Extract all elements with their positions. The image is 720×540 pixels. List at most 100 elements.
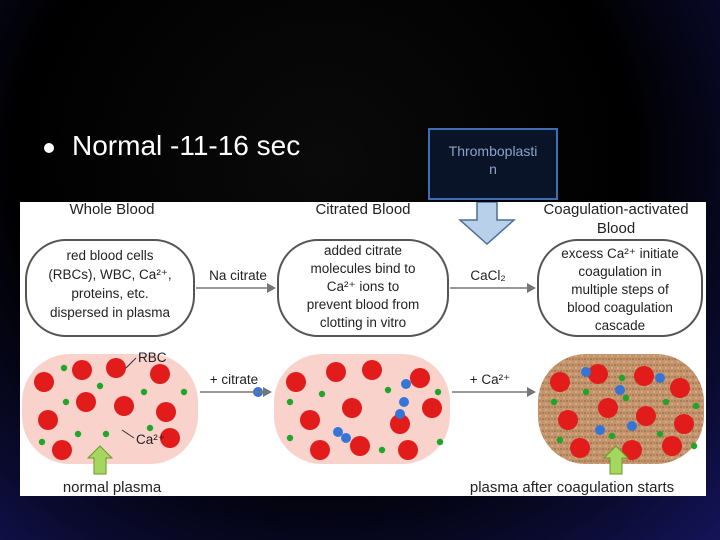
box3-line: coagulation in (578, 264, 661, 279)
arrow-plus-ca-label: + Ca²⁺ (470, 372, 511, 387)
red-blood-cell (634, 366, 654, 386)
red-blood-cell (350, 436, 370, 456)
citrate-ion (655, 373, 665, 383)
green-up-arrow-icon (602, 445, 630, 475)
citrated-blood-box (277, 239, 449, 337)
citrate-ion (401, 379, 411, 389)
arrowhead-icon (527, 283, 536, 293)
calcium-ion (102, 430, 110, 438)
box2-line: Ca²⁺ ions to (327, 279, 399, 294)
citrate-ion (333, 427, 343, 437)
red-blood-cell (398, 440, 418, 460)
box1-line: proteins, etc. (71, 286, 148, 301)
calcium-ion (436, 438, 444, 446)
red-blood-cell (300, 410, 320, 430)
citrate-ion (627, 421, 637, 431)
ca-pointer-line (121, 429, 135, 439)
callout-line-1: Thromboplasti (448, 143, 538, 159)
whole-blood-box (25, 239, 195, 337)
calcium-ion (692, 402, 700, 410)
red-blood-cell (286, 372, 306, 392)
red-blood-cell (598, 398, 618, 418)
calcium-ion (622, 394, 630, 402)
red-blood-cell (34, 372, 54, 392)
red-blood-cell (362, 360, 382, 380)
red-blood-cell (160, 428, 180, 448)
red-blood-cell (550, 372, 570, 392)
box1-line: dispersed in plasma (50, 305, 171, 320)
red-blood-cell (674, 414, 694, 434)
rbc-pointer-line (125, 357, 137, 369)
box1-line: red blood cells (66, 248, 153, 263)
red-blood-cell (342, 398, 362, 418)
red-blood-cell (52, 440, 72, 460)
coagulation-diagram-svg: Whole Blood Citrated Blood Coagulation-a… (22, 201, 704, 496)
red-blood-cell (622, 440, 642, 460)
calcium-ion (286, 398, 294, 406)
red-blood-cell (390, 414, 410, 434)
thromboplastin-arrow-icon (458, 201, 516, 246)
red-blood-cell (72, 360, 92, 380)
calcium-ion (378, 446, 386, 454)
label-rbc: RBC (138, 350, 167, 365)
red-blood-cell (670, 378, 690, 398)
red-blood-cell (410, 368, 430, 388)
red-blood-cell (558, 410, 578, 430)
red-blood-cell (570, 438, 590, 458)
arrowhead-icon (267, 283, 276, 293)
blood-cells-group (34, 358, 700, 460)
red-blood-cell (114, 396, 134, 416)
calcium-ion (656, 430, 664, 438)
box1-line: (RBCs), WBC, Ca²⁺, (48, 267, 171, 282)
calcium-ion (96, 382, 104, 390)
box2-line: added citrate (324, 243, 402, 258)
calcium-ion (318, 390, 326, 398)
arrow-na-citrate-label: Na citrate (209, 268, 267, 283)
citrate-ion (581, 367, 591, 377)
citrate-ion (595, 425, 605, 435)
calcium-ion (582, 388, 590, 396)
calcium-ion (62, 398, 70, 406)
calcium-ion (74, 430, 82, 438)
red-blood-cell (326, 362, 346, 382)
red-blood-cell (38, 410, 58, 430)
calcium-ion (608, 432, 616, 440)
arrow-plus-citrate-label: + citrate (210, 372, 258, 387)
box3-line: excess Ca²⁺ initiate (561, 246, 678, 261)
box3-line: blood coagulation (567, 300, 673, 315)
calcium-ion (618, 374, 626, 382)
caption-normal-plasma: normal plasma (63, 479, 162, 496)
green-up-arrow-icon (86, 445, 114, 475)
arrowhead-icon (527, 387, 536, 397)
red-blood-cell (422, 398, 442, 418)
red-blood-cell (310, 440, 330, 460)
box2-line: prevent blood from (307, 297, 420, 312)
calcium-ion (146, 424, 154, 432)
red-blood-cell (106, 358, 126, 378)
red-blood-cell (150, 364, 170, 384)
red-blood-cell (76, 392, 96, 412)
bullet-dot (44, 143, 54, 153)
caption-after-coagulation: plasma after coagulation starts (470, 479, 674, 496)
box3-line: multiple steps of (571, 282, 669, 297)
calcium-ion (690, 442, 698, 450)
arrow-cacl2-label: CaCl₂ (470, 268, 505, 283)
col1-title: Whole Blood (69, 202, 154, 218)
calcium-ion (180, 388, 188, 396)
arrowhead-icon (263, 387, 272, 397)
box2-line: molecules bind to (310, 261, 415, 276)
red-blood-cell (636, 406, 656, 426)
box2-line: clotting in vitro (320, 315, 406, 330)
citrate-ion (341, 433, 351, 443)
label-ca: Ca²⁺ (136, 432, 165, 447)
thromboplastin-callout: Thromboplasti n (428, 128, 558, 200)
calcium-ion (556, 436, 564, 444)
citrate-ion (395, 409, 405, 419)
calcium-ion (662, 398, 670, 406)
calcium-ion (140, 388, 148, 396)
red-blood-cell (156, 402, 176, 422)
col3-title-line1: Coagulation-activated (543, 202, 688, 218)
coagulation-figure: Whole Blood Citrated Blood Coagulation-a… (20, 201, 706, 496)
red-blood-cell (662, 436, 682, 456)
coagulation-box (537, 239, 703, 337)
